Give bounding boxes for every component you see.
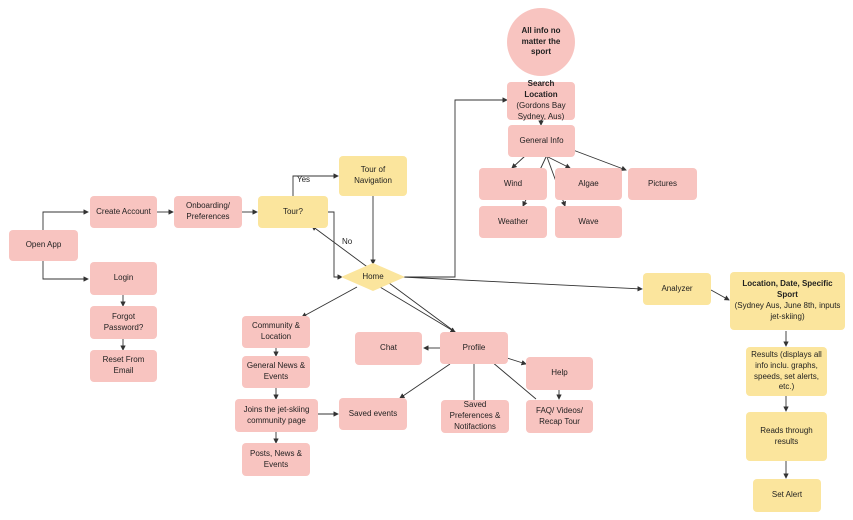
faq-videos-label: FAQ/ Videos/ Recap Tour [536,405,583,426]
general-news-node: General News & Events [242,356,310,388]
saved-preferences-label: Saved Preferences & Notifactions [449,400,501,431]
results-label: Results (displays all info inclu. graphs… [751,349,822,392]
pictures-node: Pictures [628,168,697,200]
edge-analyzer-location [710,289,730,301]
results-node: Results (displays all info inclu. graphs… [746,347,827,396]
help-label: Help [551,368,568,378]
edge-general-pictures [572,149,627,171]
reset-email-node: Reset From Email [90,350,157,382]
weather-label: Weather [497,216,529,226]
tour-question-node: Tour? [258,196,328,228]
home-label: Home [362,272,384,281]
edge-home-search [402,97,508,278]
forgot-password-label: Forgot Password? [103,311,144,332]
all-info-node: All info no matter the sport [507,8,575,76]
tour-navigation-node: Tour of Navigation [339,156,407,196]
profile-label: Profile [462,342,486,352]
community-label: Community & Location [251,321,300,341]
chat-label: Chat [380,343,397,353]
joins-community-node: Joins the jet-skiing community page [235,399,318,432]
open-app-node: Open App [9,230,78,261]
help-node: Help [526,357,593,390]
faq-videos-node: FAQ/ Videos/ Recap Tour [526,400,593,433]
edge-home-community [301,286,358,318]
saved-preferences-node: Saved Preferences & Notifactions [441,400,509,433]
set-alert-node: Set Alert [753,479,821,512]
analyzer-node: Analyzer [643,273,711,305]
general-news-label: General News & Events [246,361,306,381]
saved-events-label: Saved events [348,408,398,418]
search-location-node: Search Location (Gordons Bay Sydney, Aus… [507,79,575,121]
pictures-label: Pictures [648,178,677,188]
search-location-title: Search Location [524,79,558,100]
posts-news-label: Posts, News & Events [249,448,302,469]
general-info-label: General Info [519,135,564,145]
create-account-node: Create Account [90,196,157,228]
all-info-label: All info no matter the sport [521,25,561,57]
algae-label: Algae [578,178,599,188]
reads-results-label: Reads through results [760,425,813,446]
joins-community-label: Joins the jet-skiing community page [243,404,310,425]
community-node: Community & Location [242,316,310,348]
wave-node: Wave [555,206,622,238]
reads-results-node: Reads through results [746,412,827,461]
saved-events-node: Saved events [339,398,407,430]
login-node: Login [90,262,157,295]
edge-tour-tournav [292,173,339,197]
profile-node: Profile [440,332,508,364]
location-date-sport-title: Location, Date, Specific Sport [742,279,833,300]
home-diamond [341,263,405,291]
edge-tour-home [328,211,343,280]
wind-label: Wind [503,178,523,188]
edge-openapp-login [42,260,89,282]
tour-navigation-label: Tour of Navigation [354,165,392,185]
analyzer-label: Analyzer [661,283,693,293]
wind-node: Wind [479,168,547,200]
onboarding-node: Onboarding/ Preferences [174,196,242,228]
general-info-node: General Info [508,125,575,157]
set-alert-label: Set Alert [771,490,803,500]
onboarding-label: Onboarding/ Preferences [185,201,231,221]
tour-question-label: Tour? [282,206,303,216]
location-date-sport-node: Location, Date, Specific Sport (Sydney A… [730,272,845,330]
algae-node: Algae [555,168,622,200]
no-edge-label: No [342,237,353,246]
edge-general-wind [511,155,526,169]
chat-node: Chat [355,332,422,365]
reset-email-label: Reset From Email [102,355,145,375]
open-app-label: Open App [25,240,62,250]
posts-news-node: Posts, News & Events [242,443,310,476]
edge-openapp-create [42,209,89,230]
weather-node: Weather [479,206,547,238]
create-account-label: Create Account [96,206,151,216]
search-location-detail: (Gordons Bay Sydney, Aus) [516,101,566,121]
wave-label: Wave [578,216,599,226]
forgot-password-node: Forgot Password? [90,306,157,339]
edge-faq-tour [311,225,537,400]
yes-edge-label: Yes [297,175,311,184]
edge-profile-savedevents [399,363,451,399]
edge-profile-help [506,357,527,366]
edge-general-algae [547,156,571,169]
login-label: Login [113,273,134,283]
edge-home-analyzer [401,276,643,292]
location-date-sport-detail: (Sydney Aus, June 8th, inputs jet-skiing… [734,301,841,321]
edge-home-profile [379,286,456,333]
